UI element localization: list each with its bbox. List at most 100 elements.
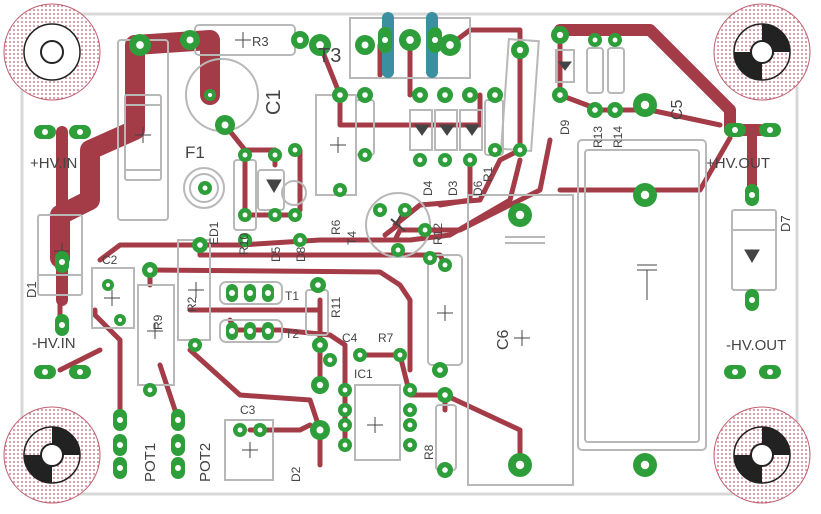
pad-hole — [437, 367, 443, 373]
label-pot1: POT1 — [142, 443, 159, 482]
pad-hole — [105, 282, 111, 288]
pad-hole — [316, 381, 324, 389]
pad-hole — [317, 342, 323, 348]
label-ed1: ED1 — [207, 221, 221, 245]
label-r10: R10 — [237, 233, 251, 255]
label-r6: R6 — [329, 219, 343, 235]
label-d4: D4 — [421, 180, 435, 196]
pad-hole — [175, 465, 181, 471]
label-c6: C6 — [495, 329, 512, 350]
label-ic1: IC1 — [354, 367, 373, 381]
pad-hole — [397, 352, 403, 358]
pad-hole — [467, 157, 473, 163]
pad-hole — [77, 129, 83, 135]
pad-hole — [136, 41, 144, 49]
pad-hole — [767, 127, 773, 133]
pad-hole — [377, 207, 383, 213]
mounting-hole-bottom-right — [713, 406, 811, 504]
label-c4: C4 — [342, 331, 358, 345]
pad-hole — [442, 157, 448, 163]
pad-hole — [407, 407, 413, 413]
pad-hole — [247, 290, 253, 296]
solder-pads — [34, 26, 781, 479]
pad-hole — [342, 387, 348, 393]
pad-hole — [732, 127, 738, 133]
label-hv-out-pos: +HV.OUT — [706, 155, 770, 172]
label-t4: T4 — [345, 231, 359, 245]
label-d1: D1 — [24, 281, 39, 298]
pad-hole — [432, 37, 438, 43]
pad-hole — [442, 392, 448, 398]
pad-hole — [42, 129, 48, 135]
pad-hole — [207, 92, 213, 98]
pad-hole — [42, 369, 48, 375]
label-r1: R1 — [481, 166, 495, 182]
pad-hole — [467, 92, 473, 98]
pad-hole — [59, 322, 65, 328]
pad-hole — [640, 100, 650, 110]
pad-hole — [407, 442, 413, 448]
pad-hole — [59, 259, 65, 265]
pad-hole — [292, 147, 298, 153]
pad-hole — [492, 147, 498, 153]
pad-hole — [592, 37, 598, 43]
pad-hole — [247, 328, 253, 334]
pad-hole — [342, 407, 348, 413]
pad-hole — [749, 297, 755, 303]
pad-hole — [357, 352, 363, 358]
mounting-hole-top-right — [713, 3, 811, 101]
label-r9: R9 — [151, 314, 165, 330]
label-pot2: POT2 — [197, 443, 214, 482]
pad-hole — [406, 36, 414, 44]
pad-hole — [612, 37, 618, 43]
pad-hole — [362, 152, 368, 158]
pad-hole — [417, 157, 423, 163]
pad-hole — [362, 92, 368, 98]
pad-hole — [612, 107, 618, 113]
pad-hole — [229, 328, 235, 334]
pad-hole — [117, 317, 123, 323]
pad-hole — [395, 247, 401, 253]
label-hv-in-neg: -HV.IN — [32, 335, 76, 352]
label-c2: C2 — [102, 253, 118, 267]
copper-traces — [50, 24, 766, 468]
pad-hole — [202, 185, 208, 191]
label-r2: R2 — [185, 296, 199, 312]
pad-hole — [265, 290, 271, 296]
pad-hole — [175, 417, 181, 423]
pad-hole — [272, 212, 278, 218]
pad-hole — [382, 37, 388, 43]
label-c5: C5 — [669, 99, 686, 120]
pad-hole — [557, 92, 563, 98]
pad-hole — [640, 190, 650, 200]
pad-hole — [272, 152, 278, 158]
pad-hole — [640, 460, 650, 470]
pad-hole — [117, 417, 123, 423]
pad-hole — [297, 237, 303, 243]
pad-hole — [442, 262, 448, 268]
label-r12: R12 — [431, 223, 445, 245]
label-d7: D7 — [778, 215, 793, 232]
label-d3: D3 — [446, 180, 460, 196]
pad-hole — [147, 267, 153, 273]
label-r8: R8 — [422, 444, 436, 460]
label-r3: R3 — [252, 34, 269, 49]
pad-hole — [492, 92, 498, 98]
label-c3: C3 — [240, 403, 256, 417]
pad-hole — [592, 107, 598, 113]
pad-hole — [237, 427, 243, 433]
pad-hole — [242, 152, 248, 158]
label-d5: D5 — [269, 246, 283, 262]
pad-hole — [516, 46, 524, 54]
pad-hole — [327, 357, 333, 363]
pad-hole — [292, 212, 298, 218]
label-r14: R14 — [611, 126, 625, 148]
pad-hole — [732, 369, 738, 375]
pad-hole — [342, 442, 348, 448]
pad-hole — [402, 207, 408, 213]
pad-hole — [417, 92, 423, 98]
label-t2: T2 — [285, 327, 299, 341]
pad-hole — [192, 342, 198, 348]
label-hv-out-neg: -HV.OUT — [726, 337, 786, 354]
